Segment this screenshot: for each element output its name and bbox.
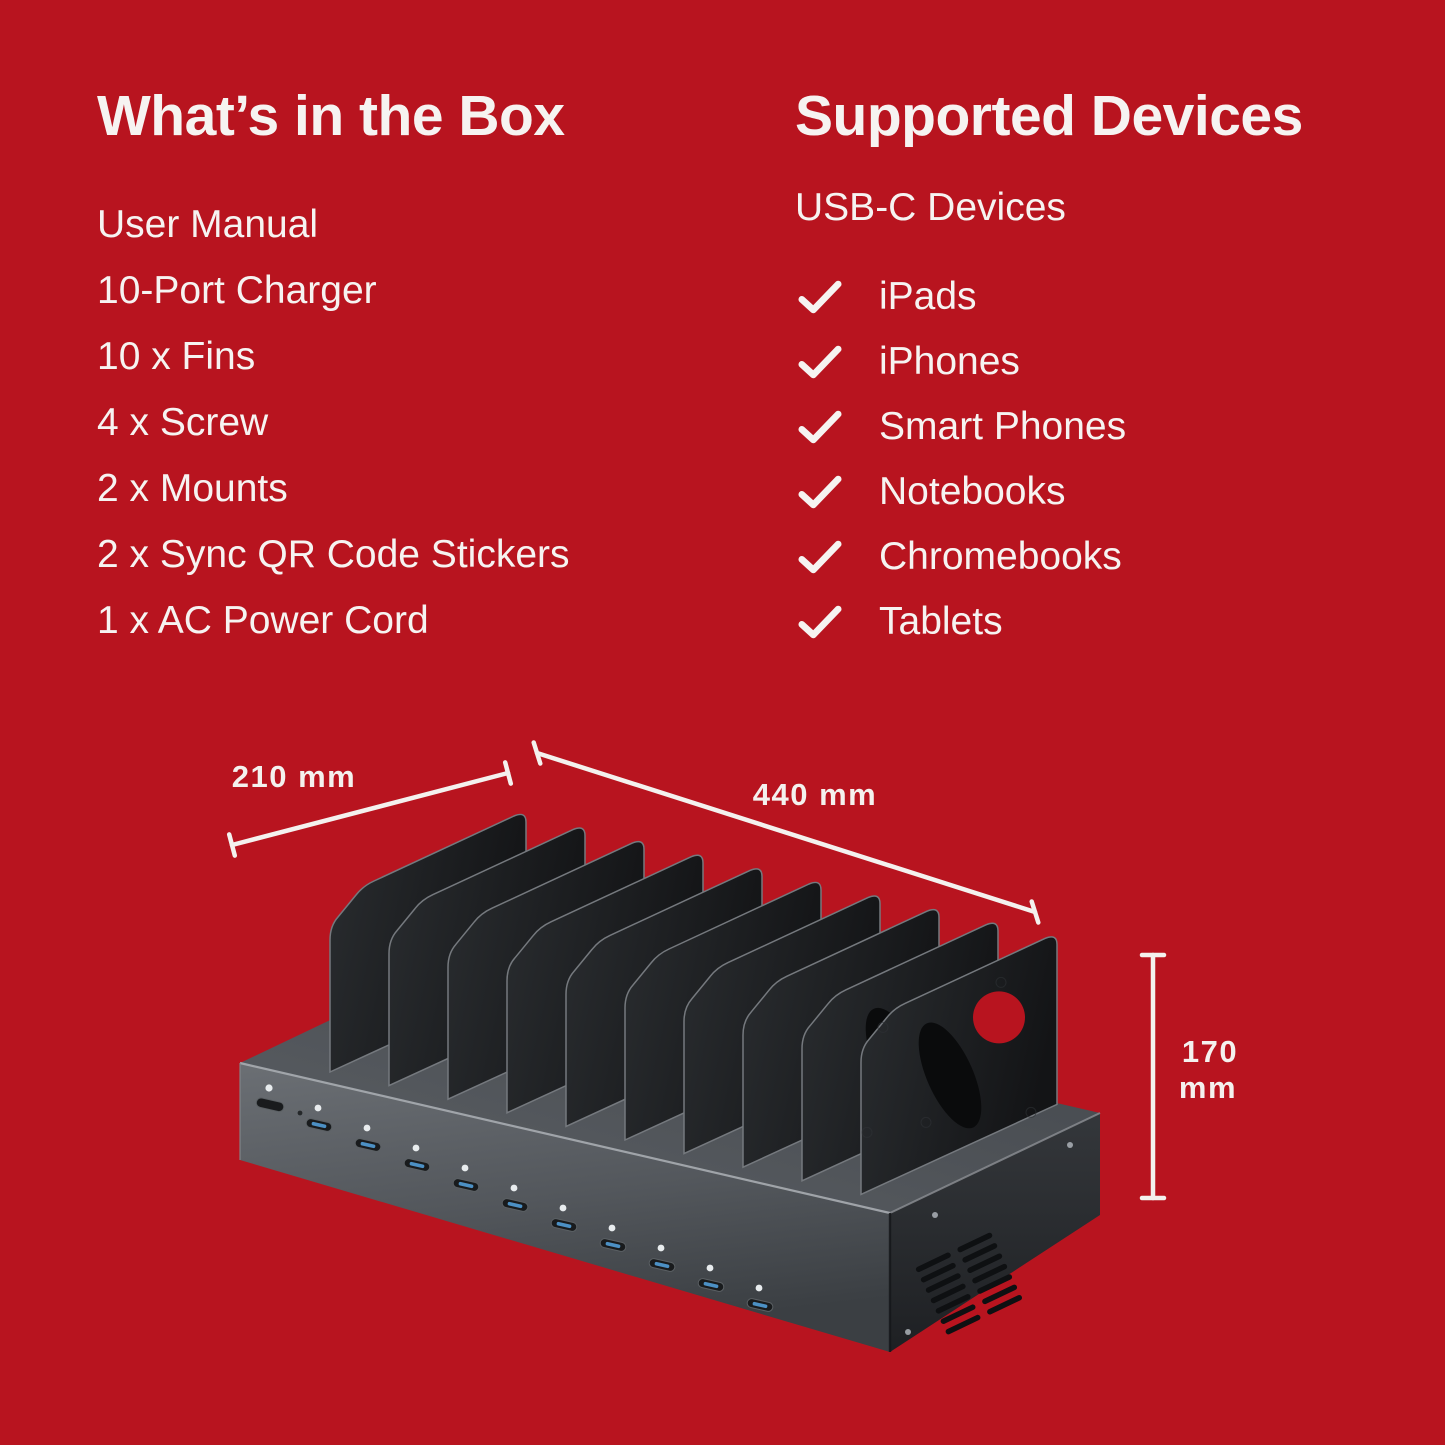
- device-row: iPhones: [795, 329, 1303, 394]
- devices-checklist: iPads iPhones Smart Phones Notebooks Chr…: [795, 264, 1303, 654]
- dimension-label-height-unit: mm: [1179, 1070, 1237, 1105]
- fin-dimples: [861, 976, 1037, 1138]
- usb-c-port: [550, 1218, 578, 1232]
- device-row: Smart Phones: [795, 394, 1303, 459]
- usb-c-port: [452, 1178, 480, 1192]
- deck-right-edge: [889, 1112, 1101, 1214]
- device-label: Notebooks: [879, 469, 1066, 513]
- usb-c-port: [403, 1158, 431, 1172]
- device-label: iPhones: [879, 339, 1020, 383]
- usb-c-port: [305, 1118, 333, 1132]
- led-indicator: [363, 1124, 371, 1132]
- reset-pinhole: [297, 1110, 303, 1116]
- led-indicator: [657, 1244, 665, 1252]
- usb-c-port: [648, 1258, 676, 1272]
- check-icon: [798, 410, 842, 444]
- device-label: Smart Phones: [879, 404, 1127, 448]
- supported-devices-section: Supported Devices USB-C Devices iPads iP…: [795, 86, 1303, 654]
- device-row: Notebooks: [795, 459, 1303, 524]
- led-indicator: [412, 1144, 420, 1152]
- dimension-annotations: 210 mm 440 mm 170 mm: [226, 740, 1238, 1201]
- list-item: 2 x Mounts: [97, 467, 288, 510]
- device-label: iPads: [879, 274, 977, 318]
- usb-c-port: [501, 1198, 529, 1212]
- list-item: 10 x Fins: [97, 335, 256, 378]
- usb-c-port: [354, 1138, 382, 1152]
- led-indicator: [608, 1224, 616, 1232]
- base-right-face: [890, 1113, 1100, 1352]
- usb-c-port: [599, 1238, 627, 1252]
- list-item: User Manual: [97, 203, 319, 246]
- led-indicator: [314, 1104, 322, 1112]
- list-item: 2 x Sync QR Code Stickers: [97, 533, 570, 576]
- led-indicator: [510, 1184, 518, 1192]
- list-item: 4 x Screw: [97, 401, 269, 444]
- list-item: 1 x AC Power Cord: [97, 599, 429, 642]
- check-icon: [798, 540, 842, 574]
- page-title-box: What’s in the Box: [97, 84, 565, 148]
- fin-handle-cutout: [918, 1022, 982, 1129]
- check-icon: [798, 280, 842, 314]
- page-title-devices: Supported Devices: [795, 84, 1303, 148]
- check-icon: [798, 345, 842, 379]
- led-indicator: [755, 1284, 763, 1292]
- led-indicator: [461, 1164, 469, 1172]
- dimension-label-width: 440 mm: [753, 777, 877, 812]
- dimension-line-depth: [226, 760, 514, 858]
- usb-c-host-port: [255, 1097, 285, 1113]
- fin-round-hole: [973, 991, 1025, 1044]
- case-screws: [905, 1142, 1073, 1335]
- whats-in-the-box-section: What’s in the Box User Manual 10-Port Ch…: [97, 86, 570, 654]
- list-item: 10-Port Charger: [97, 269, 377, 312]
- led-indicator: [559, 1204, 567, 1212]
- device-label: Tablets: [879, 599, 1003, 643]
- led-indicator: [265, 1084, 273, 1092]
- divider-fins: [329, 813, 1058, 1196]
- device-row: iPads: [795, 264, 1303, 329]
- device-row: Chromebooks: [795, 524, 1303, 589]
- vent-grille: [915, 1232, 1022, 1335]
- device-label: Chromebooks: [879, 534, 1122, 578]
- usb-c-port: [746, 1298, 774, 1312]
- deck-front-edge: [239, 1061, 891, 1215]
- dimension-label-height-value: 170: [1182, 1034, 1238, 1069]
- divider-fin: [860, 936, 1058, 1196]
- dimension-label-depth: 210 mm: [232, 759, 356, 794]
- device-row: Tablets: [795, 589, 1303, 654]
- devices-subtitle: USB-C Devices: [795, 186, 1066, 229]
- led-indicator: [706, 1264, 714, 1272]
- usb-c-port: [697, 1278, 725, 1292]
- usb-ports: [255, 1084, 774, 1312]
- check-icon: [798, 475, 842, 509]
- dimension-line-width: [531, 740, 1041, 925]
- box-contents-list: User Manual 10-Port Charger 10 x Fins 4 …: [97, 192, 570, 654]
- charging-station: [239, 813, 1101, 1352]
- dimension-line-height: [1139, 952, 1167, 1201]
- check-icon: [798, 605, 842, 639]
